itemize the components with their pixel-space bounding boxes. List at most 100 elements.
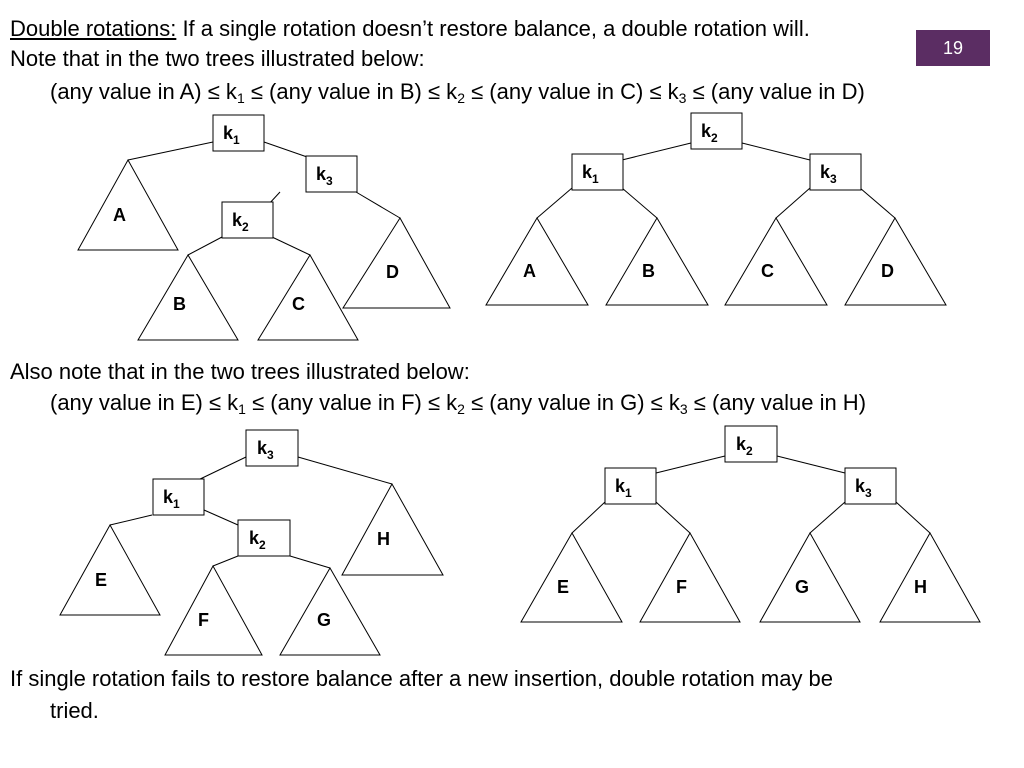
tree-3: k3 k1 k2 E F G H [59, 429, 444, 656]
subtree-label: D [881, 261, 894, 281]
ordering-text: ≤ (any value in B) ≤ k [244, 79, 458, 104]
subtree-triangle [605, 217, 709, 306]
subtree-triangle [485, 217, 589, 306]
ordering-subscript: 3 [678, 90, 687, 106]
subtree-triangle [520, 531, 623, 623]
subtree-label: A [523, 261, 536, 281]
tree-edge [741, 142, 811, 161]
tree-node [212, 114, 265, 152]
tree-edge [621, 142, 692, 161]
subtree-label: G [317, 610, 331, 630]
subtree-triangle [639, 531, 741, 623]
footer-line-2: tried. [50, 698, 99, 723]
node-label: k3 [257, 438, 274, 462]
subtree-triangle [342, 217, 451, 309]
ordering-text: ≤ (any value in D) [686, 79, 865, 104]
subtree-label: D [386, 262, 399, 282]
tree-edge [859, 187, 896, 219]
intro-line: Note that in the two trees illustrated b… [10, 46, 425, 71]
subtree-label: C [761, 261, 774, 281]
tree-4: k2 k1 k3 E F G H [520, 425, 981, 623]
tree-edge [289, 555, 331, 569]
subtree-label: E [557, 577, 569, 597]
subtree-triangle [879, 531, 981, 623]
tree-edge [297, 456, 393, 485]
ordering-subscript: 2 [457, 90, 465, 106]
also-note-line: Also note that in the two trees illustra… [10, 359, 470, 384]
footer-line-1: If single rotation fails to restore bala… [10, 666, 834, 691]
ordering-text: ≤ (any value in H) [687, 390, 867, 415]
tree-node [152, 478, 205, 516]
node-label: k2 [736, 434, 753, 458]
node-label: k2 [232, 210, 249, 234]
tree-node [844, 467, 897, 505]
heading-text: If a single rotation doesn’t restore bal… [176, 16, 810, 41]
subtree-label: F [198, 610, 209, 630]
tree-edge [776, 455, 846, 474]
tree-edge [109, 514, 153, 526]
node-label: k1 [582, 162, 599, 186]
ordering-text: ≤ (any value in C) ≤ k [464, 79, 679, 104]
subtree-triangle [724, 217, 828, 306]
tree-node [724, 425, 778, 463]
tree-edge [571, 501, 606, 534]
ordering-text: ≤ (any value in G) ≤ k [464, 390, 680, 415]
subtree-triangle [164, 564, 263, 656]
tree-edge [655, 455, 726, 474]
ordering-line-1: (any value in A) ≤ k1 ≤ (any value in B)… [50, 79, 865, 105]
node-label: k2 [701, 121, 718, 145]
ordering-text: (any value in A) ≤ k [50, 79, 237, 104]
subtree-label: E [95, 570, 107, 590]
subtree-label: B [173, 294, 186, 314]
subtree-label: H [377, 529, 390, 549]
node-label: k1 [615, 476, 632, 500]
slide-number-badge: 19 [916, 30, 990, 66]
node-label: k2 [249, 528, 266, 552]
node-label: k3 [820, 162, 837, 186]
tree-edge [263, 141, 311, 159]
subtree-triangle [77, 158, 179, 251]
subtree-triangle [759, 531, 861, 623]
tree-node [809, 153, 862, 191]
tree-edge [203, 509, 239, 526]
subtree-triangle [341, 482, 444, 576]
subtree-triangle [844, 217, 947, 306]
tree-1: k1 kk3 k2 A B C D [77, 114, 451, 341]
subtree-label: B [642, 261, 655, 281]
subtree-triangle [59, 523, 161, 616]
node-label: k3 [855, 476, 872, 500]
subtree-triangle [257, 254, 359, 341]
tree-edge [809, 501, 846, 534]
node-label: k1 [163, 487, 180, 511]
ordering-line-2: (any value in E) ≤ k1 ≤ (any value in F)… [50, 390, 866, 416]
ordering-subscript: 3 [679, 401, 688, 417]
subtree-label: G [795, 577, 809, 597]
ordering-subscript: 2 [457, 401, 465, 417]
subtree-label: A [113, 205, 126, 225]
slide-heading: Double rotations: If a single rotation d… [10, 16, 810, 42]
tree-edge [195, 456, 247, 482]
tree-node [221, 201, 274, 239]
tree-node [237, 519, 291, 557]
tree-edge [655, 501, 691, 534]
tree-edge [187, 236, 223, 256]
subtree-label: C [292, 294, 305, 314]
tree-edge [271, 236, 311, 256]
subtree-triangle [279, 566, 381, 656]
tree-edge [621, 187, 658, 219]
ordering-text: ≤ (any value in F) ≤ k [245, 390, 458, 415]
tree-edge [536, 187, 573, 219]
ordering-text: (any value in E) ≤ k [50, 390, 239, 415]
node-label: k1 [223, 123, 240, 147]
tree-edge [212, 555, 239, 567]
heading-title: Double rotations: [10, 16, 177, 41]
tree-edge [895, 501, 931, 534]
tree-edge [127, 141, 214, 161]
tree-node [245, 429, 299, 467]
tree-node [305, 155, 358, 193]
tree-edge [775, 187, 811, 219]
node-label: kk3 [316, 164, 333, 188]
tree-node [571, 153, 624, 191]
tree-node [690, 112, 743, 150]
tree-2: k2 k1 k3 A B C D [485, 112, 947, 306]
